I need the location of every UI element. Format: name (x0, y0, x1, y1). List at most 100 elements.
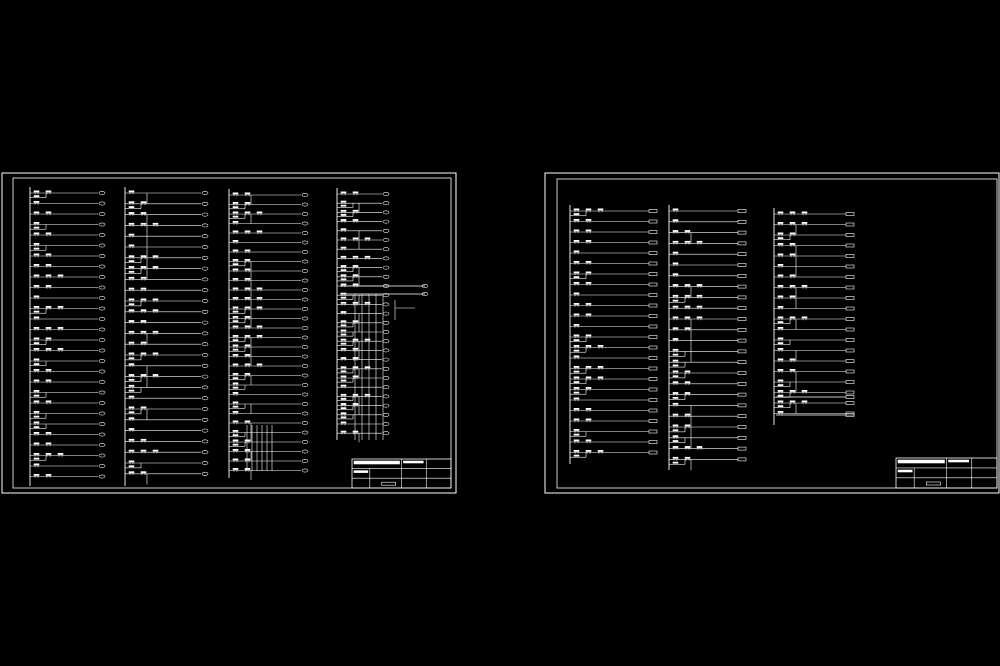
contact-label (232, 410, 239, 413)
output-coil (98, 443, 106, 447)
contact-label (33, 421, 40, 424)
output-coil (98, 222, 106, 227)
contact-label (33, 368, 40, 371)
contact-label (684, 294, 691, 297)
output-box (648, 398, 658, 402)
drawing-sheet-2 (544, 172, 1000, 494)
contact-label (33, 473, 40, 476)
contact-label (672, 219, 679, 222)
contact-label (33, 295, 40, 298)
contact-label (128, 352, 135, 355)
output-box (648, 377, 658, 381)
output-box (737, 349, 747, 354)
output-box (648, 345, 658, 350)
contact-label (244, 353, 251, 356)
output-box (737, 425, 747, 429)
contact-label (573, 355, 580, 358)
output-coil (98, 422, 106, 426)
contact-label (672, 327, 679, 330)
output-coil (301, 231, 309, 235)
contact-label (128, 212, 135, 214)
output-box (648, 314, 658, 318)
contact-label (364, 255, 371, 258)
contact-label (364, 393, 371, 396)
output-box (648, 272, 658, 276)
output-coil (201, 439, 209, 444)
contact-label (573, 260, 580, 263)
output-coil (201, 309, 209, 314)
contact-label (128, 190, 135, 193)
output-box (845, 369, 855, 374)
output-box (737, 220, 747, 224)
contact-label (152, 449, 159, 452)
output-box (737, 230, 747, 235)
contact-label (684, 424, 691, 427)
contact-label (672, 338, 679, 340)
output-coil (201, 288, 209, 293)
output-coil (301, 468, 309, 473)
title-text-block (353, 460, 400, 465)
contact-label (232, 348, 239, 351)
contact-label (340, 338, 347, 341)
contact-label (777, 347, 784, 350)
contact-label (140, 201, 147, 204)
contact-label (33, 305, 40, 308)
title-text-block (897, 459, 945, 464)
contact-label (585, 449, 592, 452)
contact-label (140, 309, 147, 312)
contact-label (672, 299, 679, 302)
contact-label (45, 263, 52, 266)
contact-label (244, 420, 251, 423)
sheet-2-outer-border (544, 172, 1000, 494)
contact-label (33, 452, 40, 455)
contact-label (573, 433, 580, 436)
output-coil (98, 264, 106, 269)
contact-label (128, 260, 135, 262)
contact-label (33, 274, 40, 277)
contact-label (232, 320, 239, 323)
contact-label (45, 211, 52, 214)
contact-label (128, 303, 135, 306)
output-coil (301, 202, 309, 207)
contact-label (244, 372, 251, 375)
contact-label (672, 375, 679, 378)
contact-label (232, 391, 239, 394)
output-box (737, 414, 747, 419)
contact-label (232, 202, 239, 204)
output-box (737, 446, 747, 451)
contact-label (573, 397, 580, 400)
output-coil (98, 464, 106, 468)
contact-label (232, 386, 239, 389)
title-text-block (897, 469, 913, 473)
output-coil (201, 450, 209, 455)
contact-label (140, 287, 147, 290)
contact-label (364, 301, 371, 304)
contact-label (340, 379, 347, 382)
output-box (737, 327, 747, 332)
contact-label (672, 402, 679, 405)
contact-label (232, 306, 239, 309)
contact-label (232, 211, 239, 214)
contact-label (340, 416, 347, 419)
contact-label (789, 274, 796, 277)
output-box (845, 285, 855, 290)
output-coil (98, 275, 106, 279)
output-coil (382, 274, 390, 279)
contact-label (340, 209, 347, 212)
output-coil (301, 373, 309, 378)
contact-label (672, 305, 679, 308)
contact-label (128, 417, 135, 420)
output-box (648, 240, 658, 245)
output-box (737, 295, 747, 300)
contact-label (573, 271, 580, 274)
contact-label (777, 263, 784, 266)
contact-label (672, 284, 679, 286)
output-coil (98, 317, 106, 321)
contact-label (352, 430, 359, 433)
contact-label (672, 413, 679, 416)
output-coil (98, 474, 106, 479)
contact-label (340, 329, 347, 332)
contact-label (244, 344, 251, 347)
contact-label (232, 448, 239, 451)
